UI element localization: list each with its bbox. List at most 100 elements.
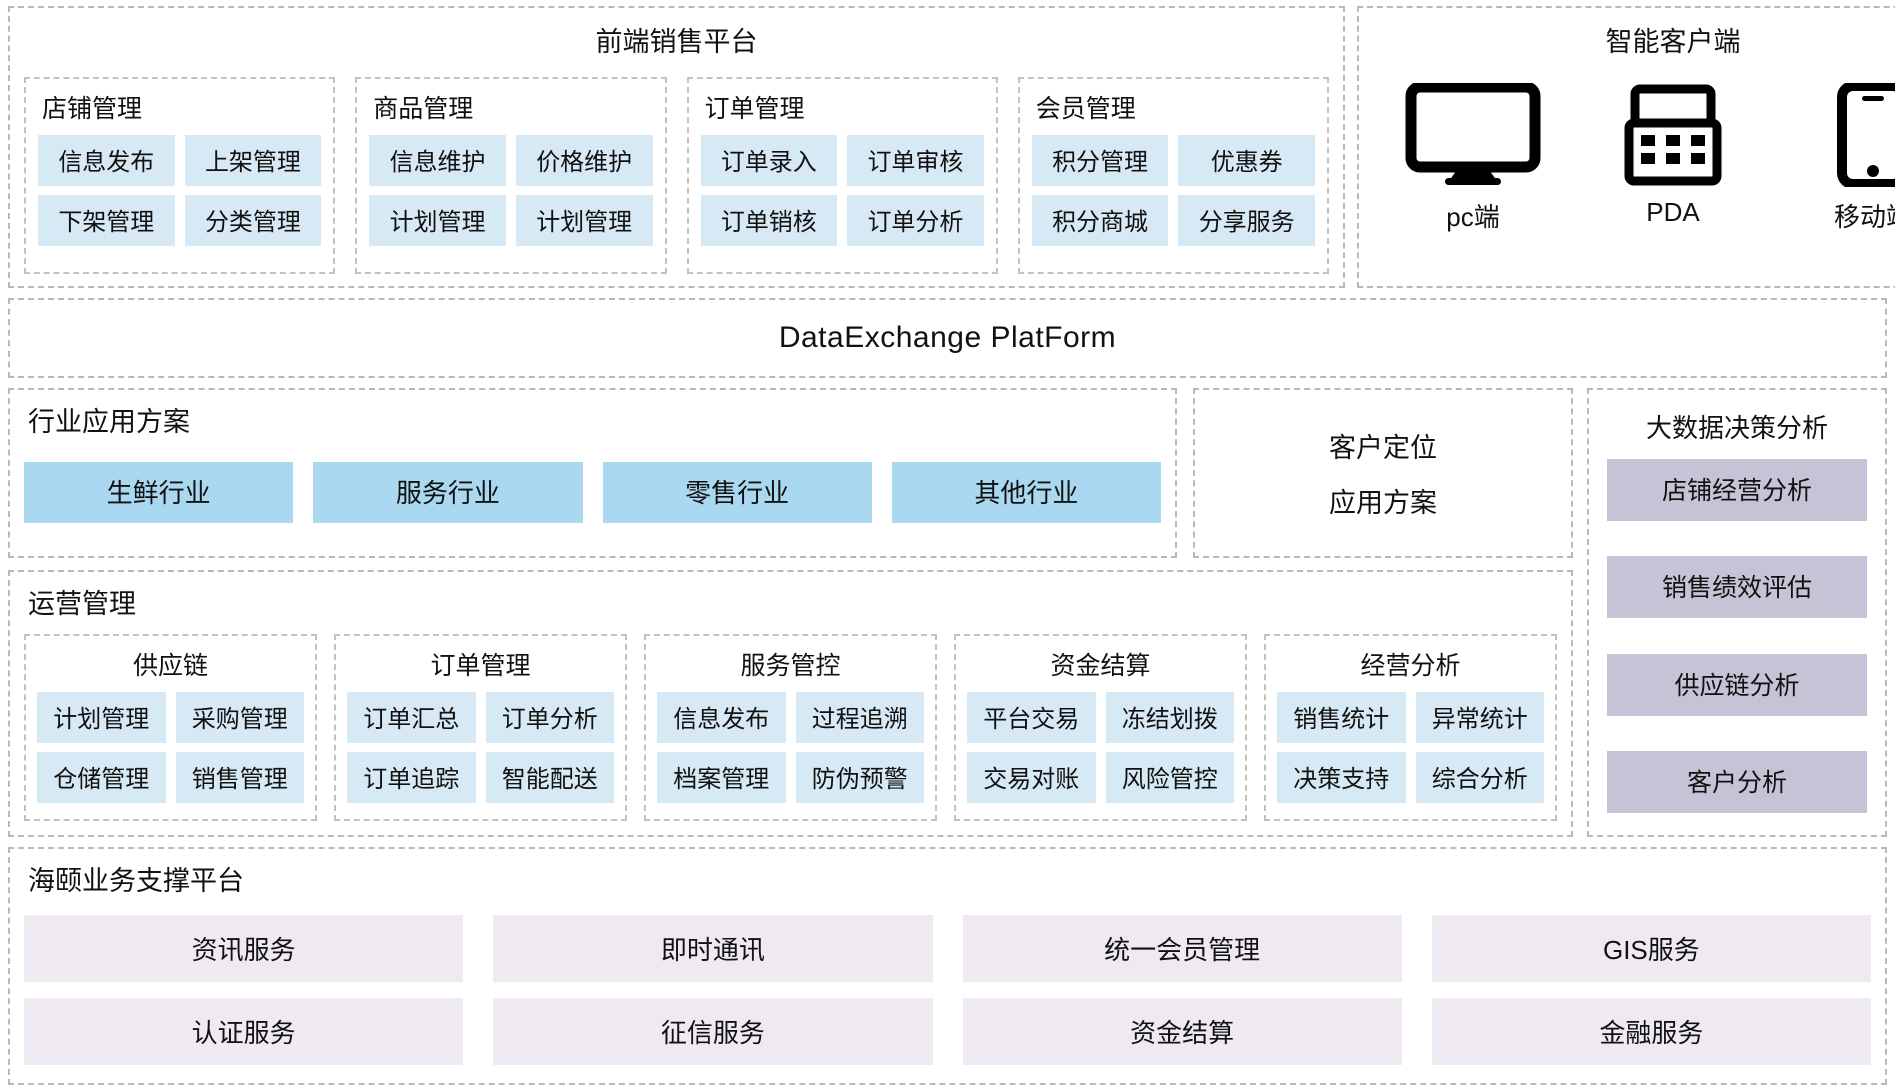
ops-group-title: 服务管控	[740, 651, 841, 680]
ops-group-items: 订单汇总 订单分析 订单追踪 智能配送	[347, 691, 614, 803]
chip-item[interactable]: 订单追踪	[347, 751, 476, 803]
industry-item[interactable]: 其他行业	[891, 462, 1161, 524]
top-row: 前端销售平台 店铺管理 信息发布 上架管理 下架管理 分类管理 商品管理 信息维…	[8, 6, 1895, 288]
industry-item[interactable]: 生鲜行业	[24, 462, 294, 524]
customer-positioning-panel: 客户定位 应用方案	[1193, 388, 1573, 558]
industry-and-locate-row: 行业应用方案 生鲜行业 服务行业 零售行业 其他行业 客户定位 应用方案	[8, 388, 1573, 558]
smart-client-title: 智能客户端	[1605, 27, 1741, 57]
ops-group-fund-settlement: 资金结算 平台交易 冻结划拨 交易对账 风险管控	[954, 633, 1247, 821]
bigdata-item[interactable]: 店铺经营分析	[1607, 459, 1867, 521]
chip-item[interactable]: 过程追溯	[795, 691, 924, 743]
operations-management-title: 运营管理	[28, 589, 136, 619]
chip-item[interactable]: 订单分析	[847, 194, 984, 246]
chip-item[interactable]: 积分管理	[1031, 134, 1169, 186]
device-mobile[interactable]: 移动端	[1773, 82, 1895, 234]
support-item[interactable]: 征信服务	[493, 997, 933, 1065]
pda-icon	[1621, 83, 1725, 187]
chip-item[interactable]: 智能配送	[485, 751, 614, 803]
support-item[interactable]: 金融服务	[1431, 997, 1871, 1065]
bigdata-title: 大数据决策分析	[1645, 413, 1828, 443]
group-title: 店铺管理	[42, 94, 143, 123]
group-product-management: 商品管理 信息维护 价格维护 计划管理 计划管理	[355, 76, 667, 274]
support-item[interactable]: 统一会员管理	[962, 914, 1402, 982]
ops-group-supply-chain: 供应链 计划管理 采购管理 仓储管理 销售管理	[24, 633, 317, 821]
group-items: 信息发布 上架管理 下架管理 分类管理	[38, 134, 322, 246]
frontend-platform-title: 前端销售平台	[595, 27, 758, 57]
chip-item[interactable]: 计划管理	[37, 691, 166, 743]
chip-item[interactable]: 分类管理	[184, 194, 322, 246]
group-title: 订单管理	[704, 94, 805, 123]
middle-left-column: 行业应用方案 生鲜行业 服务行业 零售行业 其他行业 客户定位 应用方案 运营管…	[8, 388, 1573, 837]
device-label: PDA	[1646, 196, 1700, 227]
device-label: pc端	[1446, 201, 1500, 232]
chip-item[interactable]: 订单审核	[847, 134, 984, 186]
bigdata-item[interactable]: 销售绩效评估	[1607, 556, 1867, 619]
chip-item[interactable]: 信息维护	[369, 134, 506, 186]
frontend-sales-platform-panel: 前端销售平台 店铺管理 信息发布 上架管理 下架管理 分类管理 商品管理 信息维…	[8, 6, 1345, 288]
chip-item[interactable]: 销售管理	[175, 751, 304, 803]
support-item[interactable]: 即时通讯	[493, 914, 933, 982]
business-support-platform-panel: 海颐业务支撑平台 资讯服务 即时通讯 统一会员管理 GIS服务 认证服务 征信服…	[8, 847, 1887, 1085]
chip-item[interactable]: 下架管理	[38, 194, 175, 246]
industry-item[interactable]: 服务行业	[313, 462, 583, 524]
ops-group-business-analysis: 经营分析 销售统计 异常统计 决策支持 综合分析	[1264, 633, 1557, 821]
industry-item[interactable]: 零售行业	[602, 462, 872, 524]
ops-group-service-control: 服务管控 信息发布 过程追溯 档案管理 防伪预警	[644, 633, 937, 821]
chip-item[interactable]: 积分商城	[1031, 194, 1169, 246]
group-store-management: 店铺管理 信息发布 上架管理 下架管理 分类管理	[24, 76, 336, 274]
device-pc[interactable]: pc端	[1373, 82, 1573, 234]
chip-item[interactable]: 订单录入	[700, 134, 838, 186]
operations-management-panel: 运营管理 供应链 计划管理 采购管理 仓储管理 销售管理 订单管理	[8, 570, 1573, 837]
bigdata-item[interactable]: 供应链分析	[1607, 653, 1867, 716]
chip-item[interactable]: 交易对账	[967, 751, 1096, 803]
industry-solutions-title: 行业应用方案	[28, 407, 190, 437]
chip-item[interactable]: 仓储管理	[37, 751, 166, 803]
group-items: 订单录入 订单审核 订单销核 订单分析	[700, 134, 984, 246]
bigdata-item[interactable]: 客户分析	[1607, 750, 1867, 813]
chip-item[interactable]: 销售统计	[1277, 691, 1406, 743]
chip-item[interactable]: 分享服务	[1178, 194, 1315, 246]
group-title: 会员管理	[1035, 94, 1136, 123]
customer-positioning-line1: 客户定位	[1329, 433, 1437, 463]
chip-item[interactable]: 采购管理	[175, 691, 304, 743]
monitor-icon	[1405, 82, 1541, 187]
mobile-icon	[1836, 82, 1895, 187]
device-list: pc端	[1373, 77, 1895, 275]
support-item[interactable]: 认证服务	[24, 997, 464, 1065]
chip-item[interactable]: 订单汇总	[347, 691, 476, 743]
group-title: 商品管理	[373, 94, 474, 123]
chip-item[interactable]: 订单销核	[700, 194, 838, 246]
chip-item[interactable]: 决策支持	[1277, 751, 1406, 803]
chip-item[interactable]: 冻结划拨	[1105, 691, 1234, 743]
frontend-group-list: 店铺管理 信息发布 上架管理 下架管理 分类管理 商品管理 信息维护 价格维护 …	[24, 76, 1329, 274]
bigdata-decision-analysis-panel: 大数据决策分析 店铺经营分析 销售绩效评估 供应链分析 客户分析	[1587, 388, 1887, 837]
chip-item[interactable]: 防伪预警	[795, 751, 924, 803]
chip-item[interactable]: 异常统计	[1415, 691, 1544, 743]
chip-item[interactable]: 价格维护	[515, 134, 653, 186]
group-items: 信息维护 价格维护 计划管理 计划管理	[369, 134, 653, 246]
ops-group-items: 计划管理 采购管理 仓储管理 销售管理	[37, 691, 304, 803]
support-item[interactable]: 资讯服务	[24, 914, 464, 982]
bigdata-item-list: 店铺经营分析 销售绩效评估 供应链分析 客户分析	[1607, 459, 1867, 819]
smart-client-panel: 智能客户端 pc端	[1357, 6, 1895, 288]
chip-item[interactable]: 计划管理	[515, 194, 653, 246]
ops-group-items: 销售统计 异常统计 决策支持 综合分析	[1277, 691, 1544, 803]
ops-group-order-management: 订单管理 订单汇总 订单分析 订单追踪 智能配送	[334, 633, 627, 821]
chip-item[interactable]: 信息发布	[38, 134, 175, 186]
chip-item[interactable]: 综合分析	[1415, 751, 1544, 803]
data-exchange-platform-title: DataExchange PlatForm	[778, 321, 1117, 354]
chip-item[interactable]: 上架管理	[184, 134, 322, 186]
chip-item[interactable]: 档案管理	[657, 751, 786, 803]
chip-item[interactable]: 风险管控	[1105, 751, 1234, 803]
chip-item[interactable]: 订单分析	[485, 691, 614, 743]
group-member-management: 会员管理 积分管理 优惠券 积分商城 分享服务	[1017, 76, 1329, 274]
device-pda[interactable]: PDA	[1573, 83, 1773, 228]
chip-item[interactable]: 计划管理	[369, 194, 506, 246]
support-item[interactable]: GIS服务	[1431, 914, 1871, 982]
chip-item[interactable]: 信息发布	[657, 691, 786, 743]
chip-item[interactable]: 优惠券	[1178, 134, 1315, 186]
chip-item[interactable]: 平台交易	[967, 691, 1096, 743]
customer-positioning-line2: 应用方案	[1329, 488, 1437, 518]
support-item[interactable]: 资金结算	[962, 997, 1402, 1065]
